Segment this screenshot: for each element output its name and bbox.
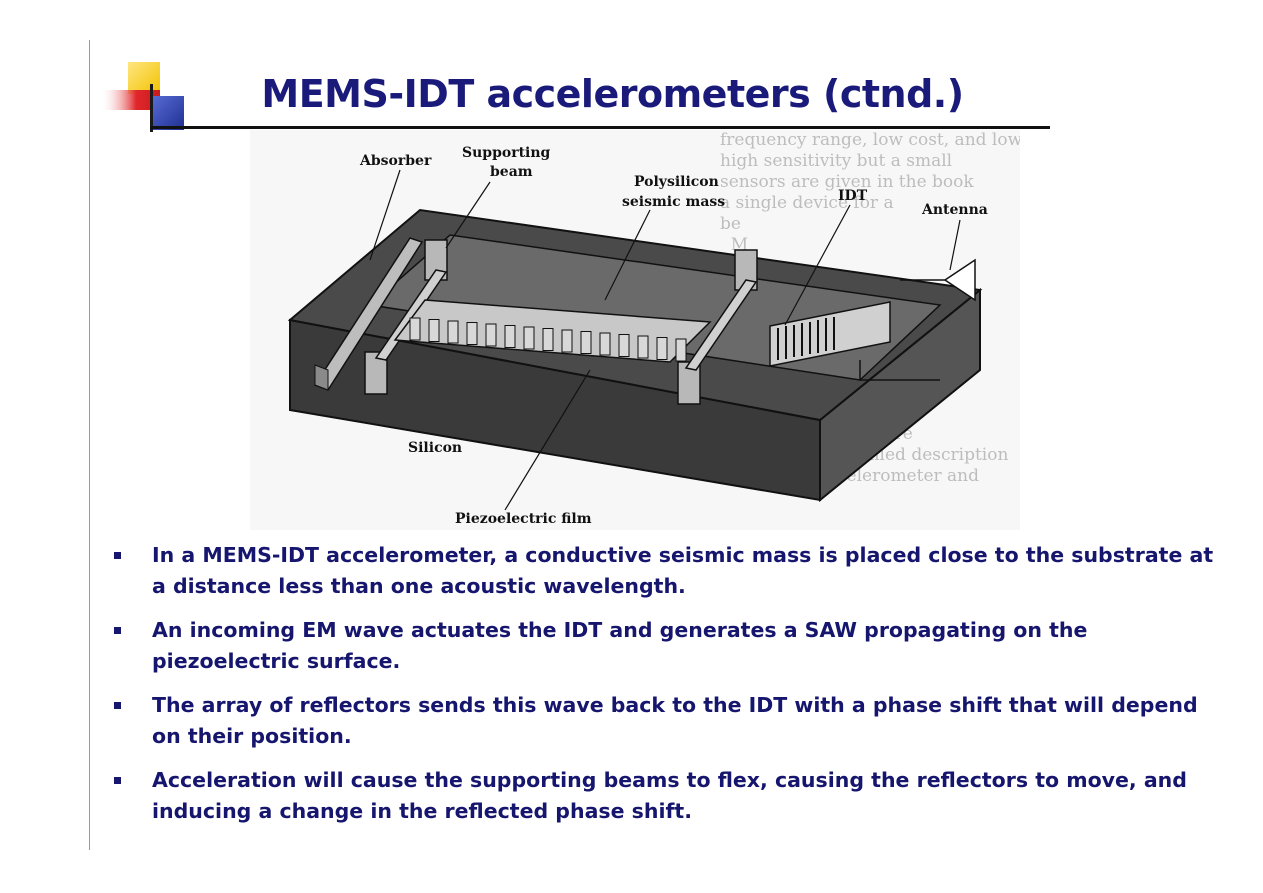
reflector-finger [618,334,630,357]
reflector-finger [485,323,497,347]
label-idt: IDT [838,188,868,204]
reflector-finger [637,335,649,359]
slide-title: MEMS-IDT accelerometers (ctnd.) [261,72,964,116]
bullet-item: An incoming EM wave actuates the IDT and… [112,615,1232,677]
reflector-finger [656,337,668,360]
label-piezo-film: Piezoelectric film [455,511,592,527]
label-supporting-beam-2: beam [490,164,533,180]
reflector-finger [675,338,687,362]
bullet-text: Acceleration will cause the supporting b… [152,768,1187,823]
bullet-marker-icon [114,777,121,784]
reflector-finger [580,331,592,354]
label-antenna: Antenna [921,202,988,218]
accelerometer-diagram: frequency range, low cost, and low high … [250,130,1020,530]
reflector-finger [447,320,459,344]
reflector-finger [599,332,611,356]
bullet-item: Acceleration will cause the supporting b… [112,765,1232,827]
bullet-item: The array of reflectors sends this wave … [112,690,1232,752]
reflector-finger [542,328,554,351]
slide-logo-icon [100,62,184,132]
label-supporting-beam-1: Supporting [462,145,551,161]
bullet-text: The array of reflectors sends this wave … [152,693,1198,748]
bullet-marker-icon [114,552,121,559]
reflector-finger [523,326,535,350]
label-absorber: Absorber [359,153,432,169]
reflector-finger [504,325,516,348]
label-silicon: Silicon [408,440,462,456]
bullet-marker-icon [114,627,121,634]
label-seismic-mass-2: seismic mass [622,194,725,210]
bullet-text: An incoming EM wave actuates the IDT and… [152,618,1088,673]
bullet-marker-icon [114,702,121,709]
bullet-item: In a MEMS-IDT accelerometer, a conductiv… [112,540,1232,602]
reflector-finger [428,319,440,342]
label-seismic-mass-1: Polysilicon [634,174,719,190]
reflector-finger [409,317,421,341]
title-underline [150,126,1050,129]
reflector-finger [466,322,478,345]
reflector-finger [561,329,573,353]
bullet-list: In a MEMS-IDT accelerometer, a conductiv… [112,540,1232,840]
left-margin-rule [89,40,90,850]
bullet-text: In a MEMS-IDT accelerometer, a conductiv… [152,543,1214,598]
